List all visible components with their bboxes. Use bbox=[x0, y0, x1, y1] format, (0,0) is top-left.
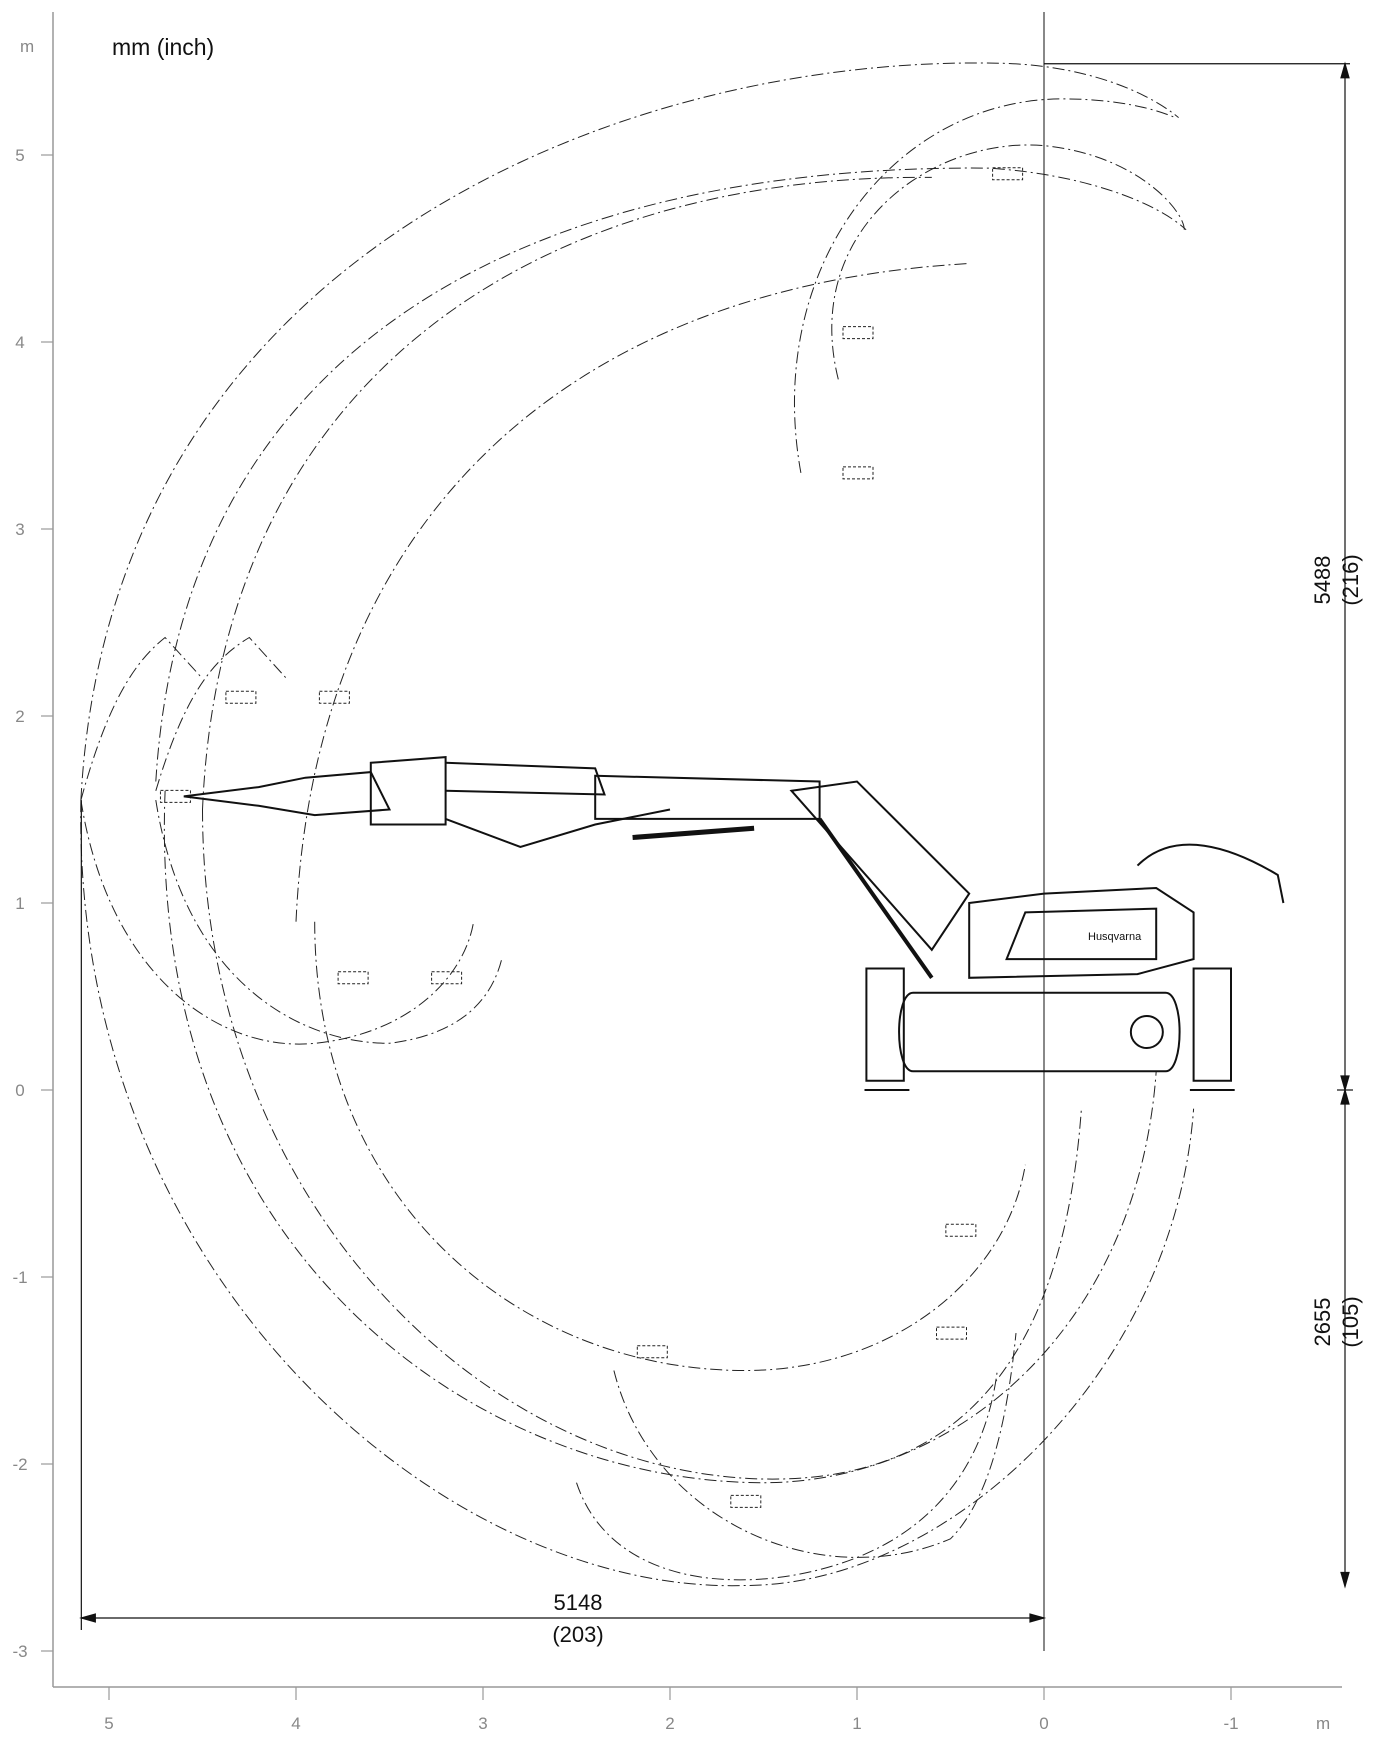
hydraulic-cylinder bbox=[632, 825, 755, 840]
x-tick-label: 5 bbox=[104, 1714, 113, 1733]
arm-segment-3 bbox=[445, 761, 606, 796]
reach-arc bbox=[80, 62, 1179, 801]
arrow-icon bbox=[79, 1613, 96, 1623]
arm-segment-2 bbox=[594, 774, 821, 820]
x-tick-label: -1 bbox=[1223, 1714, 1238, 1733]
unit-note: mm (inch) bbox=[112, 34, 214, 60]
arrow-icon bbox=[1340, 1075, 1350, 1093]
outrigger-front bbox=[865, 967, 905, 1082]
machine-body bbox=[968, 886, 1195, 979]
reach-arc bbox=[80, 800, 1195, 1587]
y-tick-label: 4 bbox=[15, 333, 24, 352]
reach-arc bbox=[831, 144, 1185, 380]
tool-position-icon bbox=[730, 1494, 762, 1508]
arrow-icon bbox=[1029, 1613, 1047, 1623]
tool-position-icon bbox=[992, 167, 1024, 181]
crawler-track bbox=[898, 991, 1181, 1073]
x-tick-label: 0 bbox=[1039, 1714, 1048, 1733]
reach-arc bbox=[314, 921, 1026, 1372]
tool-position-icon bbox=[936, 1326, 967, 1340]
dim-reach-inch: (203) bbox=[552, 1622, 603, 1647]
outrigger-rear bbox=[1192, 967, 1232, 1082]
x-tick-label: 3 bbox=[478, 1714, 487, 1733]
x-tick-label: 2 bbox=[665, 1714, 674, 1733]
y-tick-label: 3 bbox=[15, 520, 24, 539]
y-tick-label: 5 bbox=[15, 146, 24, 165]
reach-arc bbox=[202, 809, 1082, 1480]
dim-depth-inch: (105) bbox=[1338, 1296, 1363, 1347]
dimension-lines bbox=[79, 61, 1353, 1630]
y-tick-label: -1 bbox=[12, 1268, 27, 1287]
tool-position-icon bbox=[945, 1223, 977, 1237]
arm-link bbox=[445, 808, 671, 848]
dimension-max-depth: 2655 (105) bbox=[1310, 1296, 1363, 1347]
tool-mount bbox=[369, 756, 447, 826]
axes: 5 4 3 2 1 0 -1 -2 -3 5 4 3 2 1 0 -1 bbox=[12, 12, 1342, 1733]
reach-arc bbox=[202, 176, 932, 810]
drive-sprocket bbox=[1129, 1015, 1164, 1050]
tool-position-icon bbox=[842, 466, 874, 480]
dimension-max-height: 5488 (216) bbox=[1310, 554, 1363, 605]
reach-arcs bbox=[80, 62, 1195, 1587]
tool-position-icon bbox=[842, 326, 874, 340]
tool-position-icon bbox=[318, 690, 350, 704]
dimension-horizontal-reach: 5148 (203) bbox=[552, 1590, 603, 1647]
reach-arc bbox=[155, 167, 1187, 782]
reach-arc bbox=[613, 1333, 1017, 1558]
reach-arc bbox=[80, 800, 475, 1045]
y-tick-label: -2 bbox=[12, 1455, 27, 1474]
demolition-robot-drawing bbox=[183, 756, 1285, 1091]
tool-position-icon bbox=[225, 690, 257, 704]
boom-cylinder bbox=[817, 817, 934, 979]
dim-depth-mm: 2655 bbox=[1310, 1298, 1335, 1347]
x-tick-label: 4 bbox=[291, 1714, 300, 1733]
reach-arc bbox=[576, 1370, 998, 1581]
reach-arc bbox=[155, 800, 503, 1044]
reach-arc bbox=[793, 98, 1176, 473]
y-axis-unit: m bbox=[20, 37, 34, 56]
brand-logo-text: Husqvarna bbox=[1088, 931, 1142, 943]
power-cable bbox=[1136, 843, 1285, 904]
arm-segment-1 bbox=[789, 780, 971, 952]
y-tick-label: -3 bbox=[12, 1642, 27, 1661]
body-panel bbox=[1005, 907, 1158, 961]
x-tick-label: 1 bbox=[852, 1714, 861, 1733]
tool-position-icon bbox=[431, 971, 463, 985]
reach-arc bbox=[155, 636, 287, 791]
y-tick-label: 2 bbox=[15, 707, 24, 726]
y-tick-label: 0 bbox=[15, 1081, 24, 1100]
arrow-icon bbox=[1340, 61, 1350, 79]
tool-position-icon bbox=[636, 1345, 668, 1359]
arrow-icon bbox=[1340, 1571, 1350, 1589]
dim-height-inch: (216) bbox=[1338, 554, 1363, 605]
reach-arc bbox=[80, 636, 203, 801]
tool-position-icon bbox=[337, 971, 369, 985]
x-axis-unit: m bbox=[1316, 1714, 1330, 1733]
y-tick-label: 1 bbox=[15, 894, 24, 913]
reach-arc bbox=[295, 263, 970, 922]
reach-arc bbox=[163, 790, 1157, 1484]
dim-reach-mm: 5148 bbox=[554, 1590, 603, 1615]
breaker-tool bbox=[183, 771, 392, 817]
dim-height-mm: 5488 bbox=[1310, 556, 1335, 605]
arrow-icon bbox=[1340, 1087, 1350, 1105]
